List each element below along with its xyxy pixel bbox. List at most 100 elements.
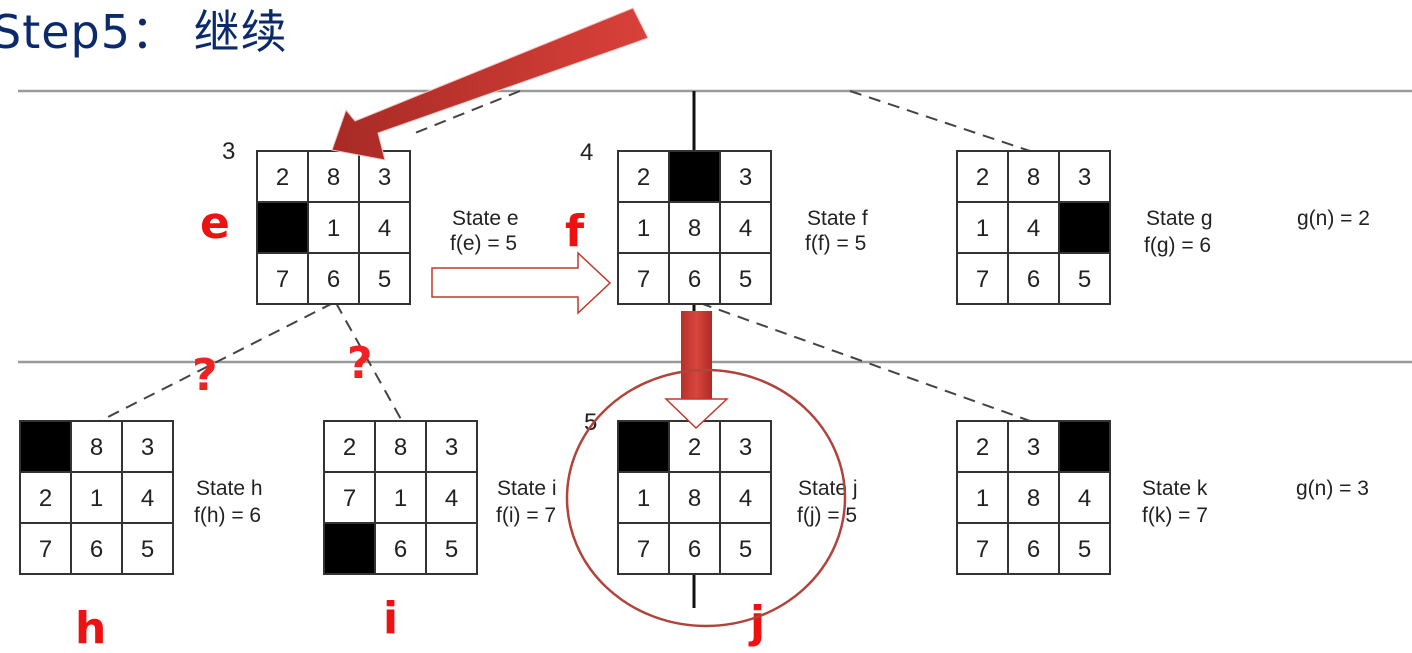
tile	[121, 522, 174, 575]
tile-number: 5	[1078, 266, 1091, 293]
g-n-level-3: g(n) = 3	[1296, 477, 1369, 500]
tile	[617, 522, 670, 575]
tile	[121, 471, 174, 524]
tile-number: 4	[141, 485, 154, 512]
tile-number: 3	[445, 434, 458, 461]
blank-tile	[19, 420, 72, 473]
tile-number: 8	[394, 434, 407, 461]
tile-number: 2	[976, 434, 989, 461]
slide-title: Step5： 继续	[0, 5, 288, 59]
tile-number: 8	[90, 434, 103, 461]
tile-number: 3	[1078, 164, 1091, 191]
f-value-e: f(e) = 5	[450, 232, 517, 255]
tile-number: 5	[739, 266, 752, 293]
tile-number: 2	[976, 164, 989, 191]
tile-number: 3	[1027, 434, 1040, 461]
tile	[70, 420, 123, 473]
tile	[1007, 471, 1060, 524]
puzzle-board-h: 8 3 2 1 4 7 6 5	[19, 420, 174, 575]
tile	[121, 420, 174, 473]
state-letter-h: h	[75, 603, 106, 653]
tile	[956, 420, 1009, 473]
tile	[307, 150, 360, 203]
tile-number: 7	[976, 266, 989, 293]
tile-number: 6	[1027, 266, 1040, 293]
tile	[668, 471, 721, 524]
down-arrow-icon	[664, 398, 729, 430]
caption-e: State e	[452, 207, 519, 230]
tile	[956, 252, 1009, 305]
tile-number: 6	[90, 536, 103, 563]
tile-number: 7	[976, 536, 989, 563]
tile	[425, 522, 478, 575]
tile-number: 1	[327, 215, 340, 242]
edge-parent-g	[849, 90, 1031, 152]
tile-number: 3	[378, 164, 391, 191]
tile-number: 2	[276, 164, 289, 191]
tile	[1007, 201, 1060, 254]
state-letter-f: f	[565, 206, 585, 257]
tile-number: 5	[378, 266, 391, 293]
caption-g: State g	[1146, 207, 1213, 230]
blank-tile	[1058, 420, 1111, 473]
f-value-i: f(i) = 7	[496, 504, 556, 527]
highlight-circle-j	[565, 368, 847, 628]
tile-number: 6	[327, 266, 340, 293]
tile-number: 2	[637, 164, 650, 191]
tile	[358, 150, 411, 203]
tile-number: 6	[1027, 536, 1040, 563]
tile-number: 3	[739, 434, 752, 461]
tile	[425, 471, 478, 524]
tile-number: 7	[637, 536, 650, 563]
tile-number: 4	[1027, 215, 1040, 242]
tile	[719, 471, 772, 524]
depth-label-f: 4	[580, 139, 593, 166]
caption-j: State j	[798, 477, 858, 500]
tile-number: 8	[1027, 164, 1040, 191]
tile-number: 8	[688, 215, 701, 242]
tile	[719, 150, 772, 203]
tile-number: 1	[976, 215, 989, 242]
caption-k: State k	[1142, 477, 1208, 500]
blank-tile	[256, 201, 309, 254]
tile-number: 1	[637, 485, 650, 512]
tile-number: 6	[688, 536, 701, 563]
tile-number: 2	[688, 434, 701, 461]
tile-number: 4	[378, 215, 391, 242]
edge-e-h	[99, 302, 334, 422]
caption-i: State i	[497, 477, 557, 500]
tile	[19, 471, 72, 524]
caption-h: State h	[196, 477, 263, 500]
tile	[1058, 471, 1111, 524]
tile-number: 5	[739, 536, 752, 563]
tile-number: 1	[90, 485, 103, 512]
tile-number: 1	[976, 485, 989, 512]
caption-f: State f	[807, 207, 868, 230]
tile-number: 5	[141, 536, 154, 563]
down-arrow-shaft	[681, 311, 712, 399]
tile-number: 3	[141, 434, 154, 461]
tile-number: 1	[637, 215, 650, 242]
tile-number: 2	[39, 485, 52, 512]
tile	[1058, 150, 1111, 203]
f-value-f: f(f) = 5	[805, 232, 866, 255]
question-mark-i: ?	[347, 338, 373, 389]
g-n-level-2: g(n) = 2	[1297, 207, 1370, 230]
tile	[70, 471, 123, 524]
tile	[617, 252, 670, 305]
tile	[956, 201, 1009, 254]
pointer-arrow-icon	[331, 7, 649, 161]
tile-number: 8	[1027, 485, 1040, 512]
blank-tile	[617, 420, 670, 473]
tile-number: 7	[39, 536, 52, 563]
question-mark-h: ?	[192, 350, 218, 401]
tile	[719, 522, 772, 575]
tile	[1058, 522, 1111, 575]
tile	[956, 522, 1009, 575]
f-value-j: f(j) = 5	[797, 504, 857, 527]
